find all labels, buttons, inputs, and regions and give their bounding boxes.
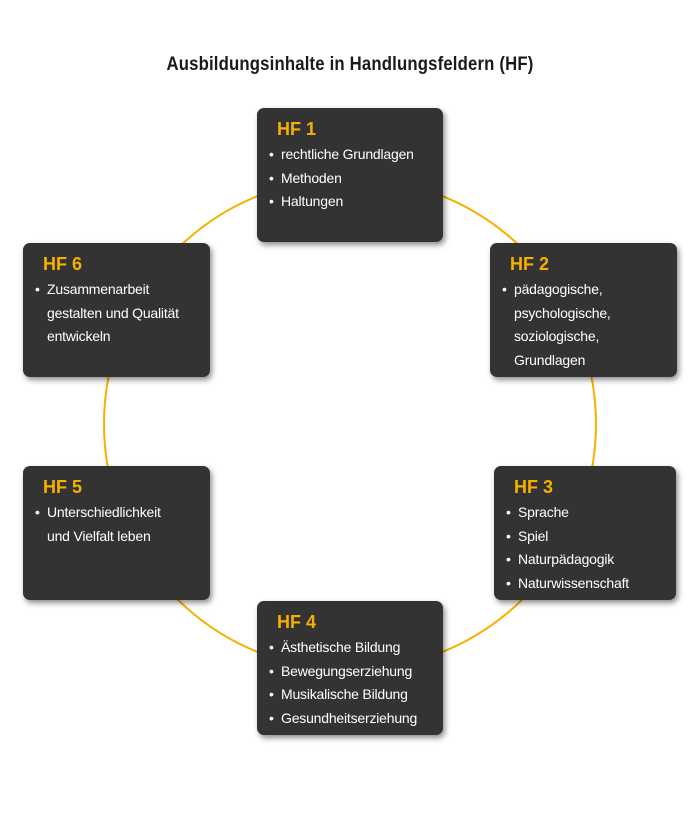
- field-label: HF 3: [514, 477, 554, 497]
- field-label: HF 4: [277, 612, 317, 632]
- field-label: HF 2: [510, 254, 550, 274]
- field-box-hf3: HF 3 Sprache Spiel Naturpädagogik Naturw…: [494, 466, 676, 600]
- field-item: Methoden: [269, 167, 433, 191]
- field-item: Unterschiedlichkeit und Vielfalt leben: [35, 501, 187, 548]
- field-item: Spiel: [506, 525, 666, 549]
- field-items: Sprache Spiel Naturpädagogik Naturwissen…: [506, 501, 666, 595]
- field-item: Bewegungserziehung: [269, 660, 433, 684]
- field-item: Naturpädagogik: [506, 548, 666, 572]
- field-label: HF 5: [43, 477, 83, 497]
- field-item: Sprache: [506, 501, 666, 525]
- field-item: Ästhetische Bildung: [269, 636, 433, 660]
- field-items: Unterschiedlichkeit und Vielfalt leben: [35, 501, 200, 548]
- field-item: Zusammenarbeit gestalten und Qualität en…: [35, 278, 197, 349]
- field-items: pädagogische, psychologische, soziologis…: [502, 278, 667, 372]
- field-box-hf2: HF 2 pädagogische, psychologische, sozio…: [490, 243, 677, 377]
- field-box-hf5: HF 5 Unterschiedlichkeit und Vielfalt le…: [23, 466, 210, 600]
- field-item: Haltungen: [269, 190, 433, 214]
- field-item: pädagogische, psychologische, soziologis…: [502, 278, 624, 372]
- field-item: Musikalische Bildung: [269, 683, 433, 707]
- diagram-title: Ausbildungsinhalte in Handlungsfeldern (…: [166, 54, 534, 75]
- field-items: rechtliche Grundlagen Methoden Haltungen: [269, 143, 433, 214]
- field-box-hf4: HF 4 Ästhetische Bildung Bewegungserzieh…: [257, 601, 443, 735]
- field-box-hf1: HF 1 rechtliche Grundlagen Methoden Halt…: [257, 108, 443, 242]
- field-label: HF 1: [277, 119, 317, 139]
- field-items: Zusammenarbeit gestalten und Qualität en…: [35, 278, 200, 349]
- field-item: rechtliche Grundlagen: [269, 143, 433, 167]
- field-items: Ästhetische Bildung Bewegungserziehung M…: [269, 636, 433, 730]
- field-item: Naturwissenschaft: [506, 572, 666, 596]
- field-box-hf6: HF 6 Zusammenarbeit gestalten und Qualit…: [23, 243, 210, 377]
- field-item: Gesundheitserziehung: [269, 707, 433, 731]
- field-label: HF 6: [43, 254, 83, 274]
